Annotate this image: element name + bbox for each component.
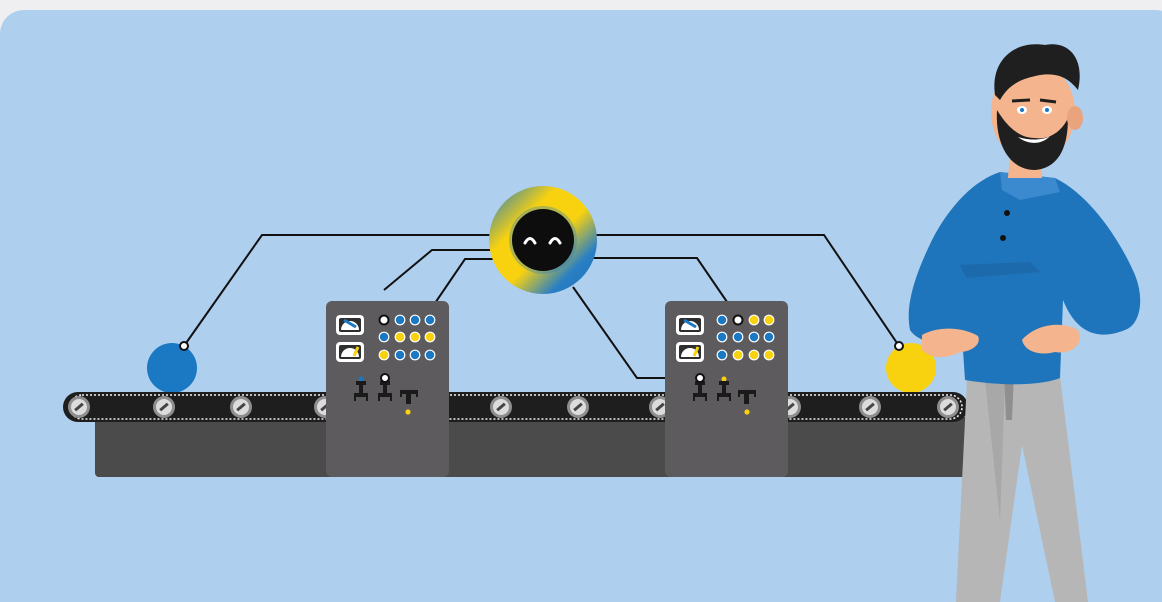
smiley-orb-icon [489,186,597,294]
control-panel-icon [326,301,449,477]
gauge-icon [676,342,704,362]
blue-ball-icon [147,343,197,393]
gauge-icon [336,342,364,362]
control-panel-icon [665,301,788,477]
conveyor-belt-icon [63,392,968,422]
yellow-ball-icon [886,343,936,393]
conveyor-base [95,417,975,477]
wire-endpoints [179,341,904,351]
bearded-man-icon [908,44,1141,602]
